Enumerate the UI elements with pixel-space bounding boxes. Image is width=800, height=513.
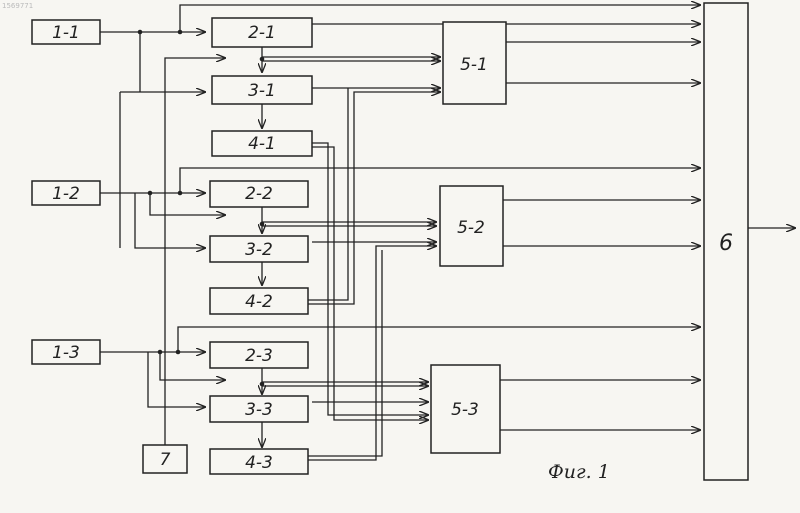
block-1-2: 1-2 [32, 181, 100, 205]
block-4-2: 4-2 [210, 288, 308, 314]
block-4-1: 4-1 [212, 131, 312, 156]
block-7-label: 7 [160, 450, 171, 470]
block-2-1-label: 2-1 [248, 23, 276, 43]
block-2-3-label: 2-3 [245, 346, 273, 366]
block-1-3-label: 1-3 [52, 343, 80, 363]
block-5-3: 5-3 [431, 365, 500, 453]
block-3-2-label: 3-2 [245, 240, 273, 260]
block-3-1-label: 3-1 [248, 81, 276, 101]
block-5-2-label: 5-2 [457, 218, 485, 238]
block-5-1-label: 5-1 [460, 55, 488, 75]
block-4-1-label: 4-1 [248, 134, 276, 154]
block-3-2: 3-2 [210, 236, 308, 262]
block-7: 7 [143, 445, 187, 473]
block-3-3: 3-3 [210, 396, 308, 422]
block-6: 6 [704, 3, 748, 480]
block-2-3: 2-3 [210, 342, 308, 368]
block-4-3: 4-3 [210, 449, 308, 474]
block-6-label: 6 [719, 231, 733, 256]
block-5-3-label: 5-3 [451, 400, 479, 420]
block-3-3-label: 3-3 [245, 400, 273, 420]
block-5-1: 5-1 [443, 22, 506, 104]
block-3-1: 3-1 [212, 76, 312, 104]
document-number: 1569771 [2, 2, 33, 10]
figure-caption: Фиг. 1 [548, 461, 610, 483]
block-4-3-label: 4-3 [245, 453, 273, 473]
block-1-1: 1-1 [32, 20, 100, 44]
block-2-2: 2-2 [210, 181, 308, 207]
block-1-1-label: 1-1 [52, 23, 80, 43]
block-5-2: 5-2 [440, 186, 503, 266]
block-2-2-label: 2-2 [245, 184, 273, 204]
block-1-3: 1-3 [32, 340, 100, 364]
block-4-2-label: 4-2 [245, 292, 273, 312]
block-1-2-label: 1-2 [52, 184, 80, 204]
block-2-1: 2-1 [212, 18, 312, 47]
